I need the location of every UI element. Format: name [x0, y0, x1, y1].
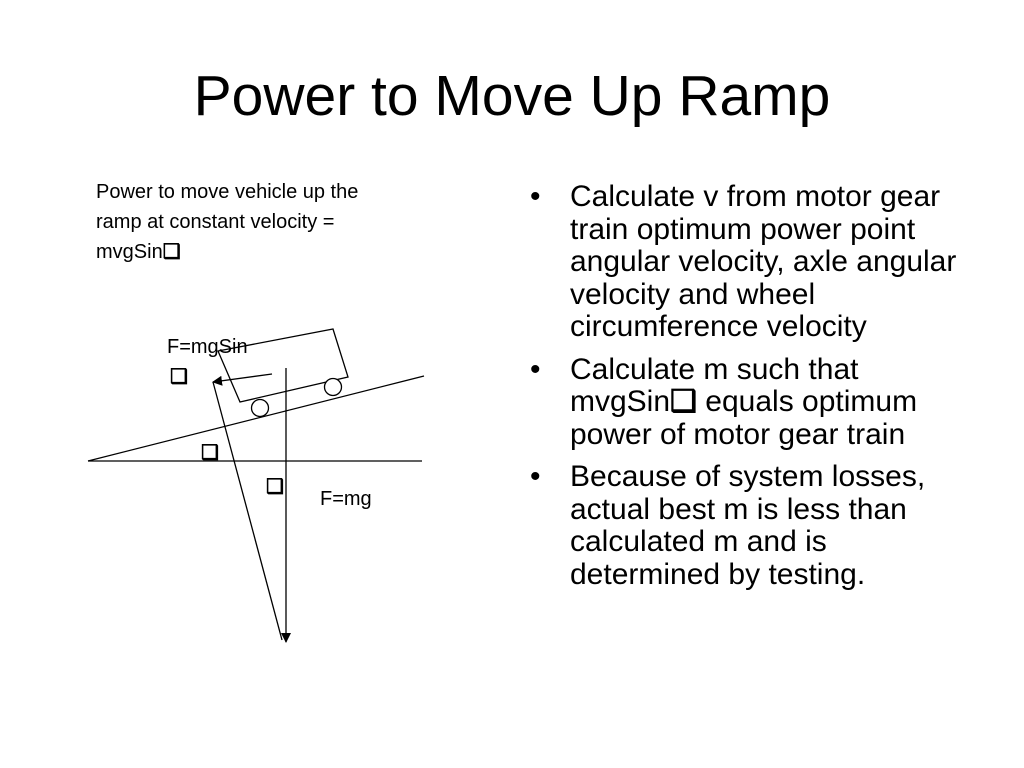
parallel-force-theta-symbol: ❑	[170, 366, 188, 388]
bullet-item: Calculate v from motor gear train optimu…	[530, 180, 970, 344]
diagram-caption: Power to move vehicle up the ramp at con…	[96, 177, 456, 267]
caption-line-1: Power to move vehicle up the	[96, 181, 359, 203]
rear-wheel	[250, 398, 270, 418]
bullet-list: Calculate v from motor gear train optimu…	[530, 180, 970, 601]
gravity-angle-symbol: ❑	[266, 476, 284, 498]
bullet-text-after: equals optimum power of motor gear train	[570, 385, 918, 451]
ramp-angle-symbol: ❑	[201, 442, 219, 464]
bullet-text: Calculate v from motor gear train optimu…	[570, 180, 957, 343]
caption-line-2: ramp at constant velocity =	[96, 211, 335, 233]
gravity-force-label: F=mg	[320, 488, 372, 510]
vehicle-body	[217, 328, 349, 403]
bullet-text: Because of system losses, actual best m …	[570, 460, 926, 591]
bullet-item: Because of system losses, actual best m …	[530, 460, 970, 591]
caption-line-3: mvgSin	[96, 241, 163, 263]
parallel-force-label: F=mgSin	[167, 336, 248, 358]
slide-title: Power to Move Up Ramp	[193, 64, 831, 128]
theta-symbol: ❑	[162, 241, 181, 263]
parallel-force-arrow	[212, 373, 273, 386]
front-wheel	[323, 377, 343, 397]
bullet-item: Calculate m such that mvgSin❑ equals opt…	[530, 352, 970, 452]
ramp-line	[87, 375, 425, 462]
normal-line	[212, 381, 283, 641]
bullet-text-before: Calculate m such that mvgSin	[570, 352, 859, 418]
theta-symbol: ❑	[670, 385, 697, 418]
